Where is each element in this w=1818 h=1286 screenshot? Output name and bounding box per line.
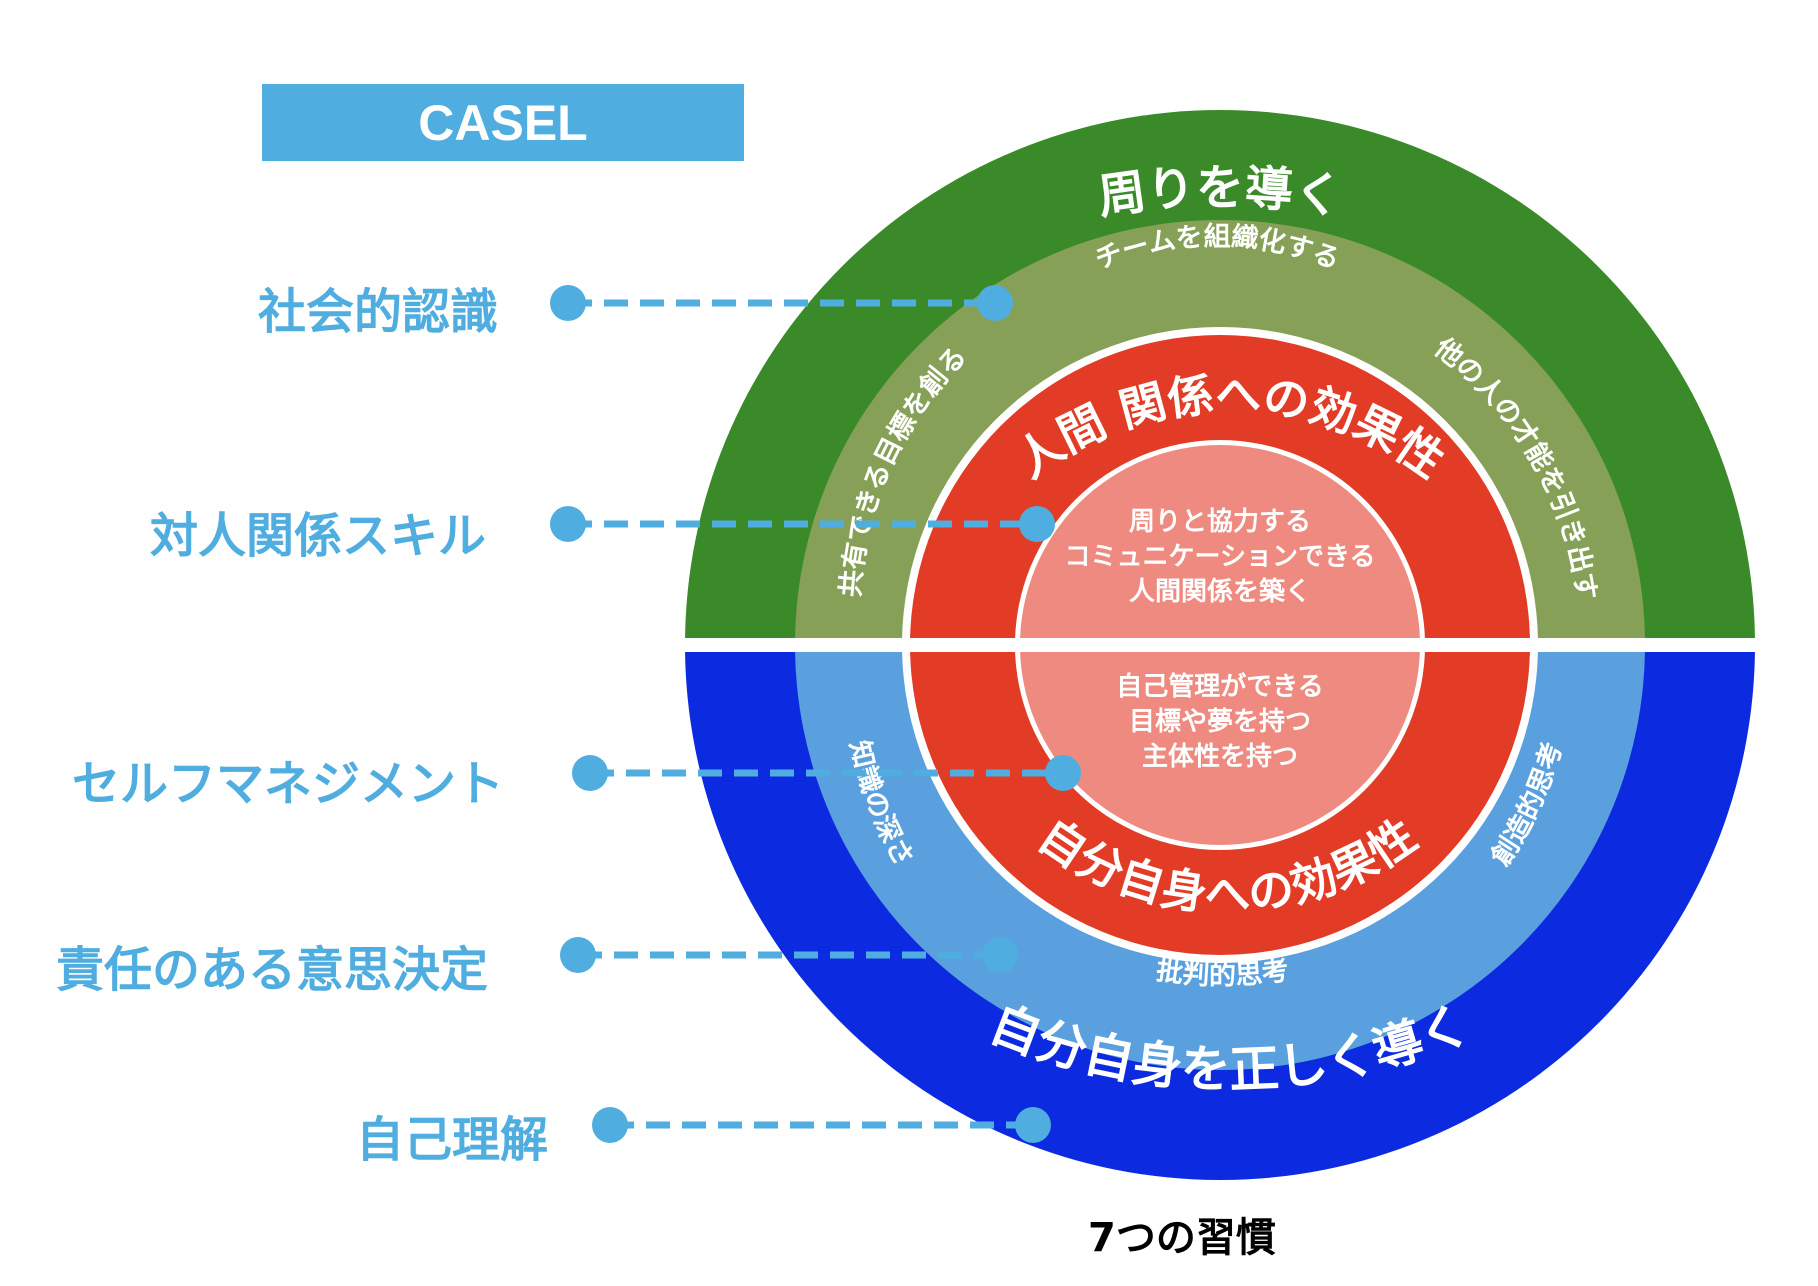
label-self-awareness: 自己理解 (356, 1112, 549, 1168)
label-responsible-decision-making: 責任のある意思決定 (56, 942, 489, 998)
seven-habits-caption: 7つの習慣 (1088, 1215, 1276, 1261)
connector-dot (550, 506, 586, 542)
core-bottom-line-1: 自己管理ができる (1116, 671, 1323, 702)
connector-self-management (572, 755, 1081, 791)
connector-dot (977, 285, 1013, 321)
connector-dot (982, 937, 1018, 973)
connector-dot (572, 755, 608, 791)
core-top-line-3: 人間関係を築く (1129, 576, 1311, 607)
connector-responsible-decision (560, 937, 1018, 973)
core-top-line-2: コミュニケーションできる (1065, 542, 1376, 572)
bottom-half (685, 652, 1755, 1180)
label-social-awareness: 社会的認識 (258, 284, 499, 340)
connector-dot (1045, 755, 1081, 791)
connector-self-awareness (592, 1107, 1051, 1143)
text-top-outer: 周りを導く (1094, 160, 1345, 226)
top-half (685, 110, 1755, 638)
connector-dot (560, 937, 596, 973)
core-top (1020, 445, 1420, 638)
connector-relationship-skills (550, 506, 1055, 542)
core-bottom-line-3: 主体性を持つ (1142, 742, 1298, 772)
label-relationship-skills: 対人関係スキル (150, 508, 487, 564)
core-top-line-1: 周りと協力する (1129, 507, 1311, 537)
core-bottom (1020, 652, 1420, 845)
label-self-management: セルフマネジメント (72, 756, 505, 812)
connector-dot (1015, 1107, 1051, 1143)
core-bottom-line-2: 目標や夢を持つ (1129, 707, 1311, 737)
connector-dot (592, 1107, 628, 1143)
connector-dot (1019, 506, 1055, 542)
connector-dot (550, 285, 586, 321)
casel-title-box: CASEL (262, 84, 744, 161)
text-bottom-ring: 批判的思考 (1154, 955, 1290, 991)
connector-social-awareness (550, 285, 1013, 321)
